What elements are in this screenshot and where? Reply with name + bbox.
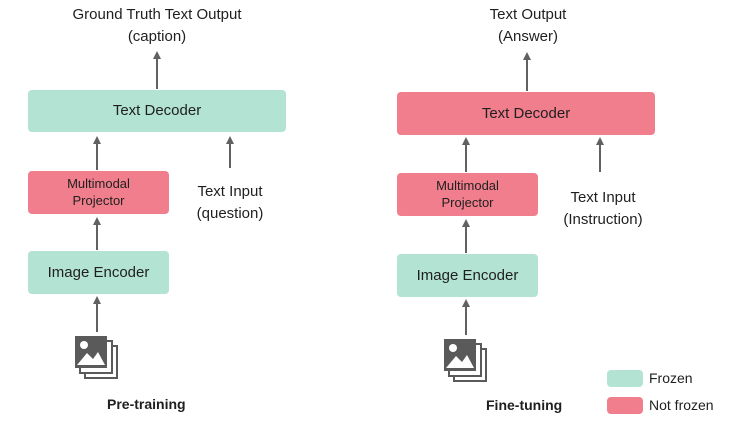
ft-text-input-line2: (Instruction) (563, 210, 643, 228)
pt-output-line1: Ground Truth Text Output (72, 6, 242, 23)
ft-output-line2: (Answer) (497, 27, 558, 45)
pt-output-label: Ground Truth Text Output (caption) (28, 4, 286, 48)
pt-text-decoder-label: Text Decoder (112, 102, 202, 120)
legend-not-frozen-swatch (607, 397, 643, 414)
pt-projector-line1: Multimodal (67, 175, 130, 191)
pt-text-input-label: Text Input (question) (180, 181, 280, 225)
pt-stage-label: Pre-training (107, 396, 186, 412)
pt-image-encoder: Image Encoder (28, 251, 169, 294)
legend-frozen-swatch (607, 370, 643, 387)
pt-output-line2: (caption) (127, 27, 187, 45)
legend-frozen-label: Frozen (649, 370, 693, 386)
ft-output-line1: Text Output (489, 6, 567, 23)
ft-output-label: Text Output (Answer) (428, 4, 628, 48)
ft-image-encoder-label: Image Encoder (416, 266, 519, 284)
pt-text-input-line2: (question) (196, 204, 264, 222)
ft-text-decoder: Text Decoder (397, 92, 655, 135)
pt-image-stack-icon (75, 336, 118, 379)
pt-text-input-line1: Text Input (197, 183, 263, 200)
ft-projector-line1: Multimodal (436, 177, 499, 193)
ft-multimodal-projector: Multimodal Projector (397, 173, 538, 216)
pt-image-encoder-label: Image Encoder (47, 263, 150, 281)
ft-text-input-label: Text Input (Instruction) (548, 187, 658, 231)
ft-image-encoder: Image Encoder (397, 254, 538, 297)
ft-projector-line2: Projector (441, 194, 494, 210)
pt-multimodal-projector: Multimodal Projector (28, 171, 169, 214)
ft-stage-label: Fine-tuning (486, 397, 563, 413)
pt-text-decoder: Text Decoder (28, 90, 286, 132)
pt-projector-line2: Projector (72, 192, 125, 208)
ft-text-decoder-label: Text Decoder (481, 104, 571, 122)
ft-text-input-line1: Text Input (570, 189, 636, 206)
ft-image-stack-icon (444, 339, 487, 382)
legend-not-frozen-label: Not frozen (649, 397, 714, 413)
